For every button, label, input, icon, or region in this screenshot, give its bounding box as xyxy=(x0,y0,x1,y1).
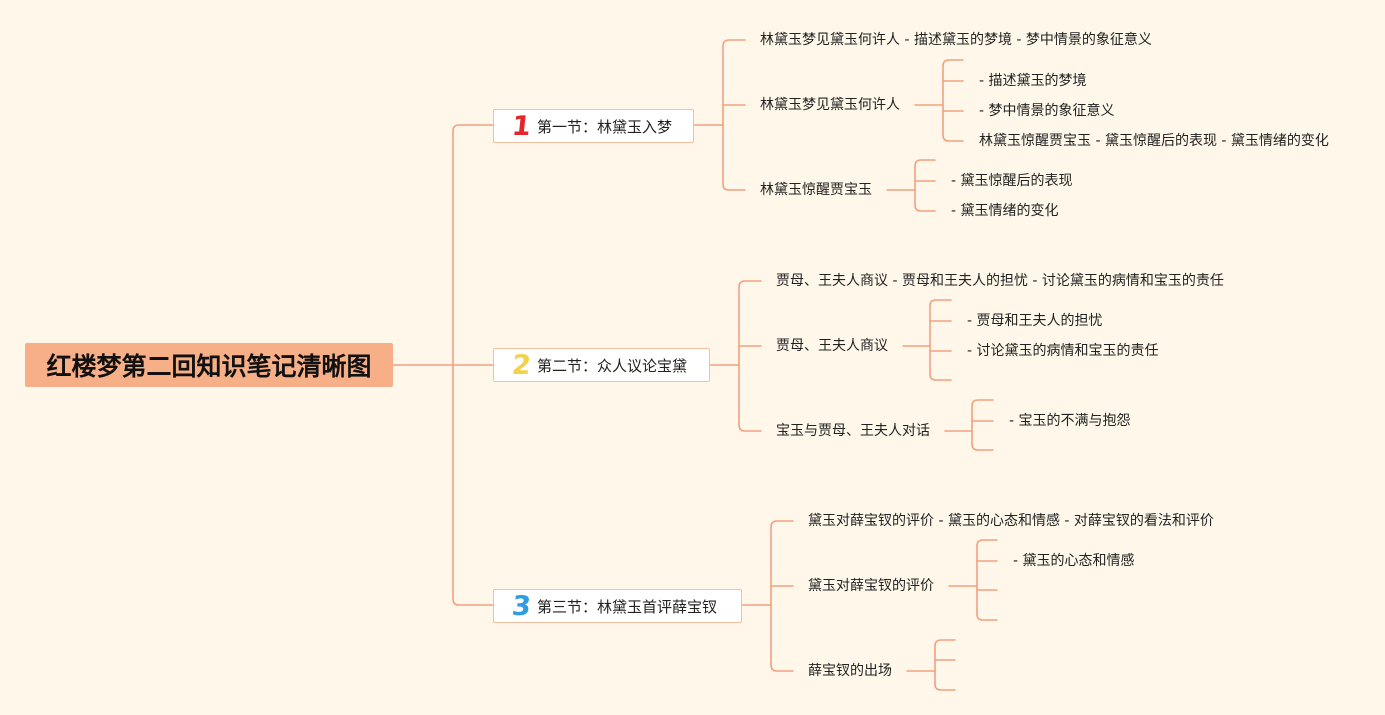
connector-line xyxy=(738,280,762,432)
detail-label: - 梦中情景的象征意义 xyxy=(979,103,1115,119)
section-title: 第三节：林黛玉首评薛宝钗 xyxy=(537,597,718,616)
detail-label: - 黛玉情绪的变化 xyxy=(951,203,1059,219)
connector-line xyxy=(452,124,494,606)
detail-label: - 描述黛玉的梦境 xyxy=(979,73,1087,89)
section-1-topic: 1 第一节：林黛玉入梦 xyxy=(493,109,694,143)
subtopic-label: 宝玉与贾母、王夫人对话 xyxy=(776,423,930,439)
subtopic-label: 贾母、王夫人商议 - 贾母和王夫人的担忧 - 讨论黛玉的病情和宝玉的责任 xyxy=(776,273,1224,289)
subtopic-label: 林黛玉惊醒贾宝玉 xyxy=(760,182,872,198)
subtopic-label: 黛玉对薛宝钗的评价 - 黛玉的心态和情感 - 对薛宝钗的看法和评价 xyxy=(808,513,1214,529)
connector-line xyxy=(971,399,994,451)
connector-line xyxy=(976,539,998,621)
detail-label: - 黛玉的心态和情感 xyxy=(1013,553,1135,569)
section-3-topic: 3 第三节：林黛玉首评薛宝钗 xyxy=(493,589,742,623)
detail-label: 林黛玉惊醒贾宝玉 - 黛玉惊醒后的表现 - 黛玉情绪的变化 xyxy=(979,133,1329,149)
subtopic-label: 贾母、王夫人商议 xyxy=(776,338,888,354)
section-number-badge: 1 xyxy=(510,110,533,142)
connector-line xyxy=(942,59,964,142)
connector-line xyxy=(722,39,746,191)
subtopic-label: 黛玉对薛宝钗的评价 xyxy=(808,578,934,594)
subtopic-label: 林黛玉梦见黛玉何许人 xyxy=(760,97,900,113)
connector-line xyxy=(934,639,956,691)
subtopic-label: 林黛玉梦见黛玉何许人 - 描述黛玉的梦境 - 梦中情景的象征意义 xyxy=(760,32,1152,48)
section-number-badge: 2 xyxy=(510,349,533,381)
subtopic-label: 薛宝钗的出场 xyxy=(808,663,892,679)
connector-line xyxy=(914,159,936,212)
detail-label: - 讨论黛玉的病情和宝玉的责任 xyxy=(967,343,1159,359)
root-title: 红楼梦第二回知识笔记清晰图 xyxy=(46,352,372,381)
connector-line xyxy=(770,520,794,672)
root-topic: 红楼梦第二回知识笔记清晰图 xyxy=(25,343,393,387)
section-title: 第一节：林黛玉入梦 xyxy=(537,117,673,136)
detail-label: - 黛玉惊醒后的表现 xyxy=(951,173,1073,189)
section-number-badge: 3 xyxy=(510,590,533,622)
detail-label: - 贾母和王夫人的担忧 xyxy=(967,313,1103,329)
section-title: 第二节：众人议论宝黛 xyxy=(537,356,688,375)
detail-label: - 宝玉的不满与抱怨 xyxy=(1009,413,1131,429)
connector-line xyxy=(929,299,952,381)
section-2-topic: 2 第二节：众人议论宝黛 xyxy=(493,348,710,382)
